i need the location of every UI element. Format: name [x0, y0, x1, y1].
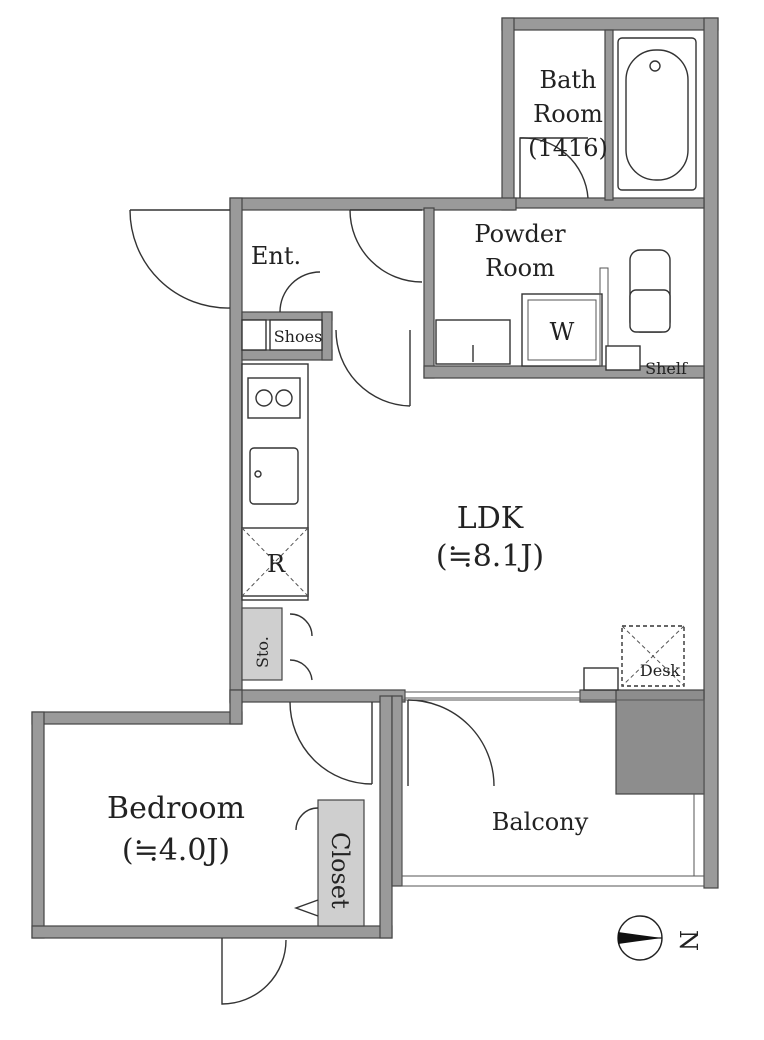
balcony-outline: [401, 699, 705, 887]
burner-right: [275, 389, 293, 407]
wall-bedroom-west: [31, 711, 45, 939]
desk-cross-2: [621, 625, 685, 687]
washer-space: [521, 293, 603, 367]
bath-label-2: Room: [533, 100, 603, 128]
bedroom-label: Bedroom: [107, 791, 245, 826]
closet-label: Closet: [326, 832, 354, 909]
front-door-swing: [129, 209, 231, 309]
wall-bedroom-top: [31, 711, 243, 725]
burner-left: [255, 389, 273, 407]
compass-label: N: [674, 930, 702, 951]
structural-pillar: [615, 689, 705, 795]
desk-label: Desk: [640, 661, 681, 680]
shelf-label: Shelf: [645, 359, 688, 378]
balcony-door-swing: [407, 699, 495, 787]
powder-partition: [599, 267, 609, 367]
ldk-label: LDK: [457, 501, 524, 536]
wall-east: [703, 17, 719, 889]
toilet-tank: [629, 289, 671, 333]
shoes-cabinet: [269, 319, 323, 351]
storage-label: Sto.: [253, 636, 272, 668]
window-ldk-south: [404, 691, 581, 699]
storage-door-1: [289, 613, 313, 637]
balcony-label: Balcony: [492, 808, 589, 836]
wall-bedroom-east: [379, 695, 393, 939]
shoes-label: Shoes: [274, 327, 323, 346]
sink-drain: [254, 470, 262, 478]
bathtub-basin: [625, 49, 689, 181]
sink: [249, 447, 299, 505]
powder-door-swing: [349, 209, 423, 283]
shelf-box: [605, 345, 641, 371]
storage-door-2: [289, 659, 313, 681]
wall-powder-left: [423, 207, 435, 379]
bedroom-door-swing: [289, 701, 373, 785]
wall-shoes-bottom: [241, 349, 333, 361]
wall-bath-left: [501, 17, 515, 211]
wall-balcony-west: [391, 695, 403, 887]
washer-label: W: [550, 318, 575, 346]
wall-bath-divider: [604, 29, 614, 201]
desk-outlet: [583, 667, 619, 691]
wall-ent-bottom: [241, 311, 333, 321]
ent-door-swing: [335, 329, 411, 407]
wall-shoes-right: [321, 311, 333, 361]
shoes-cabinet-small: [241, 319, 267, 351]
bedroom-window-door: [221, 938, 287, 1005]
wall-bedroom-top-joint: [229, 689, 243, 725]
bath-label-1: Bath: [539, 66, 596, 94]
fridge-cross-1: [241, 527, 309, 597]
wall-bedroom-south: [31, 925, 393, 939]
fridge-label: R: [267, 550, 286, 578]
wall-west: [229, 197, 243, 704]
wall-ldk-south-left: [229, 689, 406, 703]
bathtub-drain: [649, 60, 661, 72]
powder-label-2: Room: [485, 254, 555, 282]
fridge-cross-2: [241, 527, 309, 597]
washer-box: [527, 299, 597, 361]
bedroom-size-label: (≒4.0J): [122, 833, 230, 868]
closet-door-2: [293, 899, 319, 917]
bath-label-3: (1416): [528, 134, 608, 162]
storage: [241, 607, 283, 681]
wall-bath-top: [501, 17, 719, 31]
closet: [317, 799, 365, 927]
shoes-door-swing: [279, 271, 321, 313]
compass: [617, 915, 663, 961]
powder-label-1: Powder: [474, 220, 566, 248]
ldk-size-label: (≒8.1J): [436, 539, 544, 574]
closet-door-1: [295, 807, 319, 831]
wall-north: [229, 197, 517, 211]
entrance-label: Ent.: [251, 242, 301, 270]
